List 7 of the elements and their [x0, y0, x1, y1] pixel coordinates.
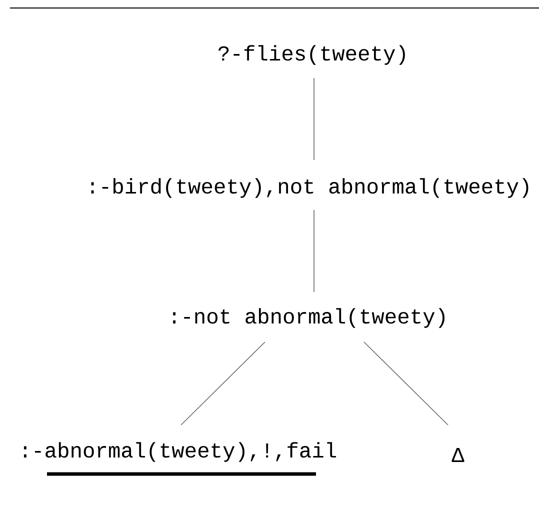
tree-branch — [364, 342, 448, 426]
goal-text: :-bird(tweety),not abnormal(tweety) — [91, 178, 528, 198]
tree-branch — [180, 342, 266, 426]
goal-text: :-abnormal(tweety),!,fail — [24, 442, 336, 462]
goal-text: Δ — [452, 448, 464, 462]
goal-text: ?-flies(tweety) — [218, 45, 405, 65]
goal-text: :-not abnormal(tweety) — [173, 308, 444, 328]
